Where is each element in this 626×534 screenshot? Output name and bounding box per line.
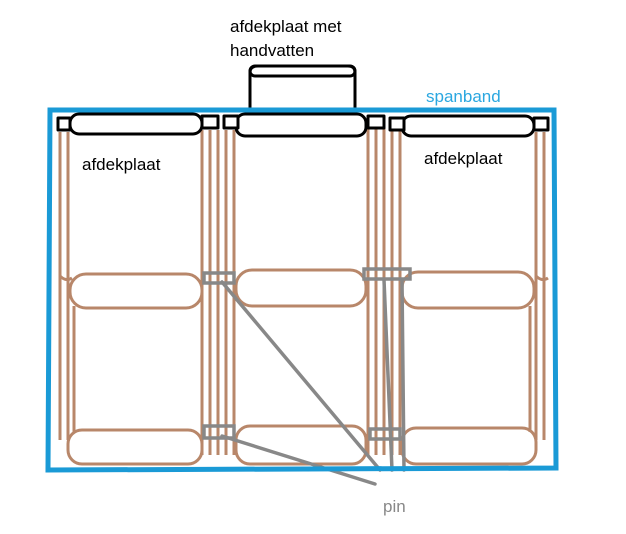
pin-connector-left-low [202,424,236,440]
cover-with-handles [248,64,357,108]
pin-label: pin [383,497,406,516]
right-cover-plate [400,114,536,138]
right-lower-module [400,426,538,466]
cap-4 [366,114,386,130]
right-joint-band [400,270,536,310]
cap-1 [56,116,72,132]
mid-lower-module [234,424,368,466]
pin-pointer-3 [382,278,394,472]
pin-pointer-4 [400,278,406,472]
pin-pointer-1 [220,280,382,472]
cap-3 [222,114,240,130]
labels: afdekplaat met handvatten spanband afdek… [82,17,503,516]
cap-5 [388,116,406,132]
right-upper-lip [534,274,549,282]
cover-plates [56,112,550,138]
cover-with-handles-label-line2: handvatten [230,41,314,60]
pin-pointer-2 [220,434,377,486]
cap-6 [532,116,550,132]
pin-connector-right-low [368,427,402,441]
mid-joint-band [234,268,368,308]
pins [202,267,412,486]
cover-left-label: afdekplaat [82,155,161,174]
cover-right-label: afdekplaat [424,149,503,168]
cover-with-handles-label-line1: afdekplaat met [230,17,342,36]
pin-connector-left-mid [202,271,236,285]
pin-connector-right-mid [362,267,412,281]
left-lower-module [66,428,204,466]
mid-cover-plate [234,112,368,138]
left-joint-band [68,272,204,310]
handle-box [248,64,357,108]
strap-label: spanband [426,87,501,106]
handle-bar [248,64,357,78]
left-cover-plate [68,112,204,136]
left-upper-lip [58,274,73,282]
strap [45,107,559,473]
frame-structure [58,126,549,466]
cap-2 [200,114,220,130]
strap-outline [45,107,559,473]
